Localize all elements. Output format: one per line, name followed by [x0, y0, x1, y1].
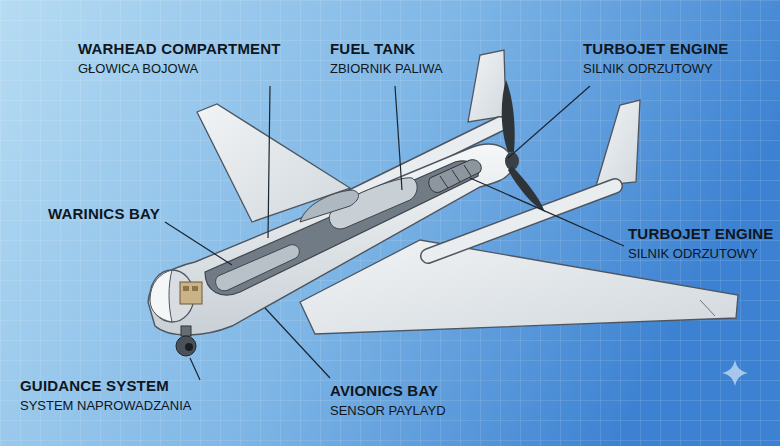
leader-line: [268, 86, 270, 238]
part-name: WARHEAD COMPARTMENT: [78, 40, 281, 57]
aileron-line: [700, 300, 715, 316]
part-name: TURBOJET ENGINE: [583, 40, 729, 57]
part-name-translation: SILNIK ODRZUTOWY: [628, 247, 758, 262]
part-name-translation: SENSOR PAYLAYD: [330, 404, 446, 419]
right-tail-fin: [596, 100, 640, 186]
leader-line: [165, 222, 232, 265]
engine-rib: [464, 165, 471, 176]
engine-rib: [440, 176, 448, 188]
part-name-translation: GŁOWICA BOJOWA: [78, 62, 198, 77]
part-name-translation: ZBIORNIK PALIWA: [330, 62, 443, 77]
canopy: [300, 190, 359, 222]
right-boom-outline: [428, 186, 615, 256]
part-name: WARINICS BAY: [48, 205, 160, 222]
leader-line: [265, 308, 330, 378]
payload-detail: [183, 286, 189, 291]
engine: [429, 160, 482, 193]
left-tail-fin: [468, 50, 506, 122]
leader-line: [508, 86, 590, 158]
part-name-translation: SYSTEM NAPROWADZANIA: [20, 399, 191, 414]
propeller-blade: [508, 166, 545, 212]
payload-detail: [192, 286, 198, 291]
propeller-blade: [502, 80, 515, 152]
payload-box: [180, 282, 202, 304]
leader-line: [190, 358, 200, 380]
part-name: GUIDANCE SYSTEM: [20, 377, 169, 394]
leader-line: [470, 178, 624, 246]
part-name: TURBOJET ENGINE: [628, 225, 774, 242]
gimbal-ball: [176, 336, 196, 356]
engine-rib: [452, 170, 460, 182]
gimbal-mount: [181, 326, 191, 336]
warhead-cylinder: [216, 245, 300, 291]
part-name: FUEL TANK: [330, 40, 415, 57]
leader-line: [395, 86, 402, 190]
part-name: AVIONICS BAY: [330, 382, 438, 399]
sparkle-watermark: [722, 360, 748, 386]
right-boom: [428, 186, 615, 256]
nose-cone: [150, 270, 172, 322]
gimbal-lens: [185, 343, 193, 351]
part-name-translation: SILNIK ODRZUTOWY: [583, 62, 713, 77]
